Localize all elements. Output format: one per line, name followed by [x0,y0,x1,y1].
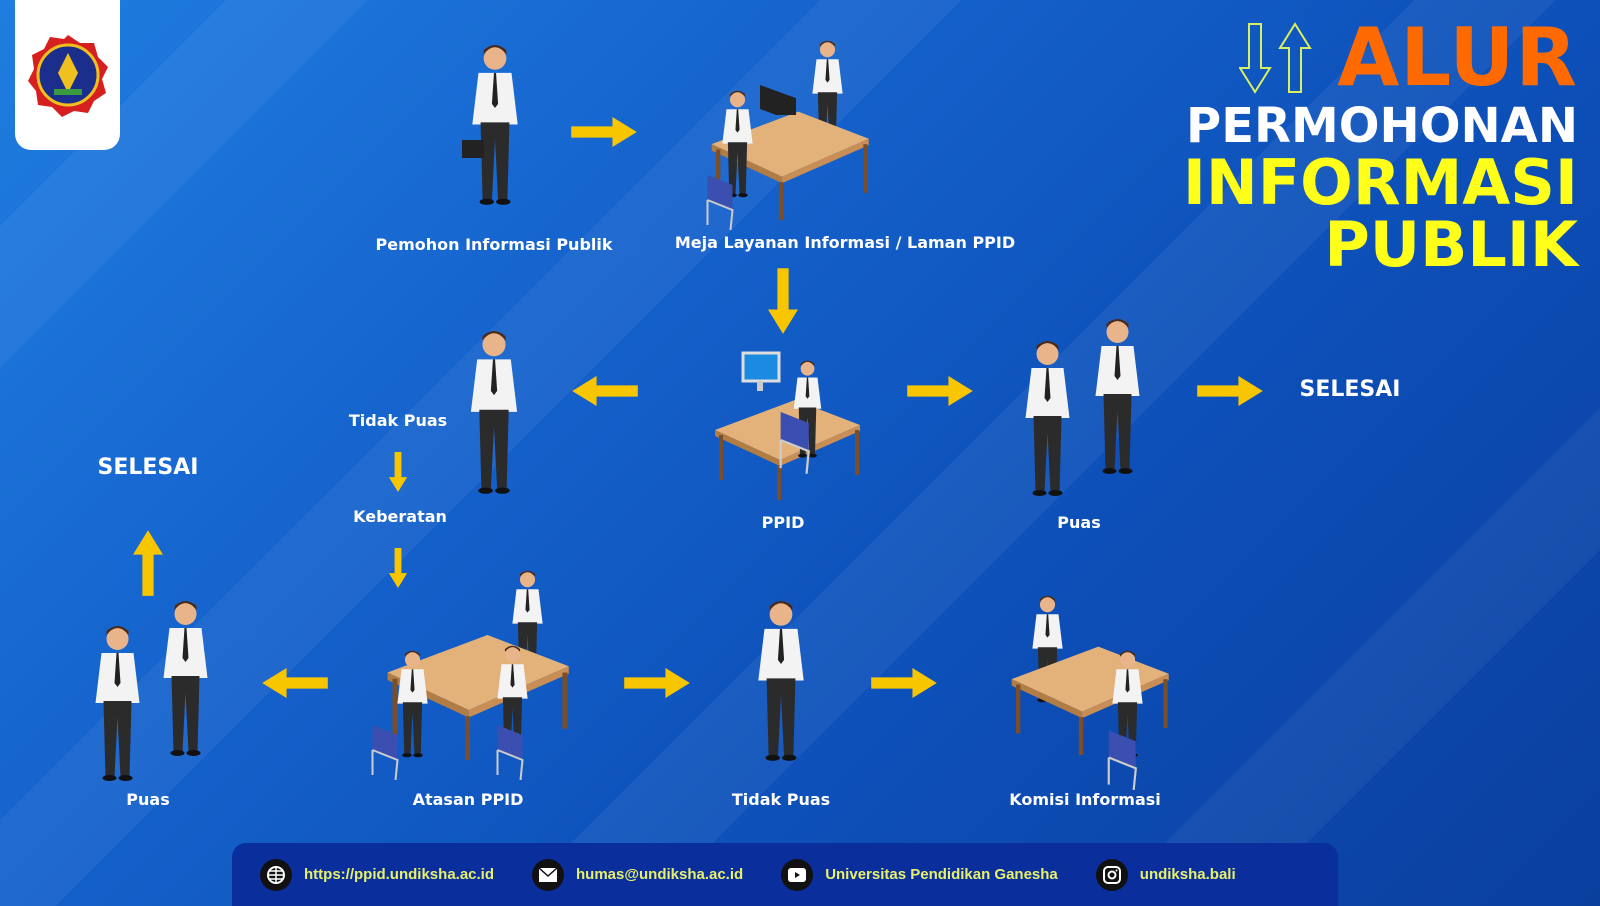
website-link[interactable]: https://ppid.undiksha.ac.id [304,866,495,883]
satisfied-handshake-figure [1015,318,1155,503]
page-title: ALUR PERMOHONAN INFORMASI PUBLIK [1183,18,1578,276]
applicant-figure [462,44,530,209]
up-down-arrows-icon [1239,22,1313,94]
label-tidak-puas-top: Tidak Puas [348,411,448,430]
arrow-left-icon [262,668,328,698]
email-link[interactable]: humas@undiksha.ac.id [576,866,744,883]
arrow-down-icon [383,452,413,492]
label-puas-top: Puas [1057,513,1101,532]
ppid-desk-figure [705,345,865,500]
title-publik: PUBLIK [1324,208,1578,281]
label-tidak-puas-bottom: Tidak Puas [731,790,831,809]
instagram-icon [1095,858,1128,891]
logo-emblem-icon [27,35,108,117]
label-selesai-left: SELESAI [97,455,199,480]
university-logo [15,0,120,150]
label-komisi-informasi: Komisi Informasi [1009,790,1161,809]
supervisor-meeting-figure [365,570,580,785]
arrow-right-icon [570,117,638,147]
mail-icon [532,858,565,891]
label-meja-layanan: Meja Layanan Informasi / Laman PPID [674,233,1016,252]
label-keberatan: Keberatan [353,507,447,526]
information-commission-figure [1000,595,1175,790]
title-informasi: INFORMASI [1182,146,1578,219]
footer-instagram[interactable]: undiksha.bali [1095,858,1236,891]
arrow-down-icon [768,267,798,335]
label-puas-left: Puas [126,790,170,809]
youtube-link[interactable]: Universitas Pendidikan Ganesha [825,866,1058,883]
title-alur: ALUR [1337,11,1578,104]
label-ppid: PPID [761,513,805,532]
arrow-right-icon [624,668,690,698]
arrow-up-icon [133,529,163,597]
unsatisfied-figure-top [460,330,528,498]
footer-website[interactable]: https://ppid.undiksha.ac.id [260,858,495,891]
title-permohonan: PERMOHONAN [1186,98,1578,154]
footer-youtube[interactable]: Universitas Pendidikan Ganesha [781,858,1058,891]
arrow-down-icon [383,548,413,588]
label-selesai-right: SELESAI [1299,377,1401,402]
globe-icon [260,858,292,891]
arrow-right-icon [907,376,973,406]
unsatisfied-figure-bottom [748,600,814,765]
contact-footer: https://ppid.undiksha.ac.id humas@undiks… [232,843,1338,906]
label-pemohon: Pemohon Informasi Publik [375,235,613,254]
instagram-link[interactable]: undiksha.bali [1139,866,1236,883]
arrow-right-icon [1197,376,1263,406]
satisfied-handshake-figure-left [85,600,220,785]
arrow-left-icon [572,376,638,406]
footer-email[interactable]: humas@undiksha.ac.id [532,858,744,891]
label-atasan-ppid: Atasan PPID [412,790,524,809]
service-desk-figure [700,40,875,225]
youtube-icon [781,858,814,891]
arrow-right-icon [870,668,938,698]
